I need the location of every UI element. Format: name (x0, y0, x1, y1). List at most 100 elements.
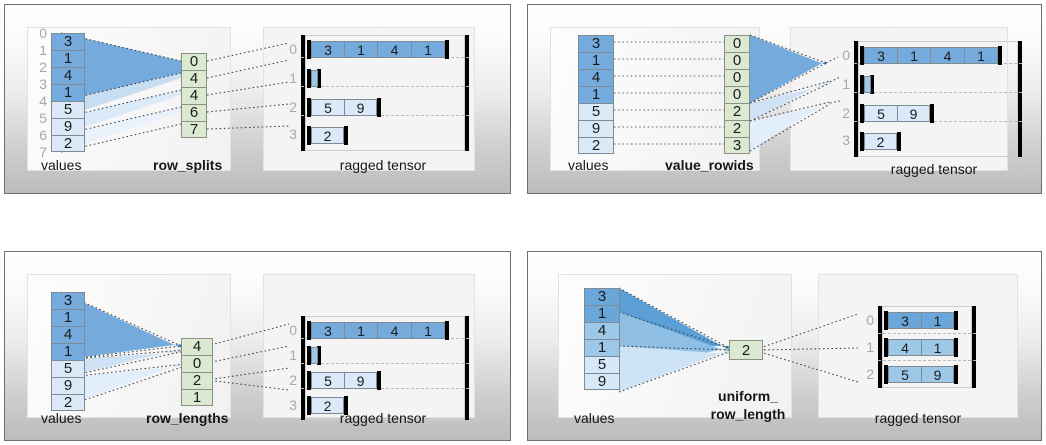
uniform-row-length-cell: 2 (729, 340, 763, 360)
value-cell: 9 (578, 120, 614, 137)
mapping-wedges-value-rowids (614, 34, 841, 152)
value-cell: 5 (578, 103, 614, 120)
ragged-inner-frame (858, 41, 1018, 157)
row-bracket (860, 104, 934, 123)
row-index: 2 (842, 105, 850, 121)
row-index: 1 (289, 70, 297, 86)
ragged-inner-frame (305, 316, 465, 420)
row-splits-cell: 0 (181, 53, 207, 70)
ragged-tensor-label: ragged tensor (339, 157, 427, 173)
value-index: 6 (39, 127, 47, 143)
value-cell: 2 (51, 135, 85, 152)
row-index: 0 (289, 41, 297, 57)
ragged-row: 3 1 4 1 (311, 41, 445, 58)
row-index: 2 (289, 372, 297, 388)
row-lengths-cell: 0 (181, 355, 213, 372)
value-rowids-cell: 0 (724, 52, 750, 69)
row-index: 0 (289, 322, 297, 338)
row-separator (301, 86, 469, 87)
uniform-row-length-column: 2 (729, 340, 763, 360)
uniform-row-length-label-line2: row_length (710, 406, 786, 422)
row-bracket (860, 132, 901, 151)
ragged-tensor-value-rowids: 0 1 2 3 3 1 4 1 5 9 2 (842, 39, 1024, 159)
row-bracket-empty (307, 346, 321, 365)
row-bracket-empty (307, 69, 321, 88)
values-label: values (41, 157, 82, 173)
row-index: 0 (866, 312, 874, 328)
ragged-cell: 9 (897, 105, 930, 122)
value-cell: 3 (584, 288, 620, 305)
value-cell: 9 (51, 118, 85, 135)
ragged-cell: 4 (930, 47, 964, 64)
value-index: 5 (39, 110, 47, 126)
ragged-inner-frame (882, 306, 972, 388)
ragged-cell: 5 (888, 366, 921, 383)
ragged-row: 4 1 (888, 339, 954, 356)
panel-row-lengths: 3 1 4 1 5 9 2 4 0 2 1 values row_lengths… (4, 251, 511, 441)
value-index: 0 (39, 25, 47, 41)
row-lengths-cell: 4 (181, 338, 213, 355)
value-rowids-column: 0 0 0 0 2 2 3 (724, 35, 750, 154)
ragged-cell: 3 (864, 47, 897, 64)
ragged-cell: 1 (344, 322, 377, 339)
value-rowids-cell: 0 (724, 86, 750, 103)
value-cell: 9 (51, 377, 85, 394)
value-cell: 4 (584, 322, 620, 339)
value-rowids-cell: 2 (724, 103, 750, 120)
ragged-cell: 1 (411, 41, 445, 58)
uniform-row-length-label-line1: uniform_ (718, 388, 778, 404)
ragged-cell: 3 (311, 41, 344, 58)
row-lengths-column: 4 0 2 1 (181, 338, 213, 406)
value-cell: 3 (578, 35, 614, 52)
row-index: 1 (842, 76, 850, 92)
value-index: 3 (39, 76, 47, 92)
row-bracket (307, 40, 449, 59)
ragged-row: 3 1 4 1 (311, 322, 445, 339)
row-splits-cell: 6 (181, 104, 207, 121)
ragged-cell: 3 (311, 322, 344, 339)
value-cell: 2 (51, 394, 85, 411)
value-cell: 5 (51, 360, 85, 377)
row-separator (878, 360, 976, 361)
value-index: 1 (39, 42, 47, 58)
row-bracket (307, 98, 381, 117)
row-splits-label: row_splits (153, 157, 223, 173)
row-bracket (307, 126, 348, 145)
ragged-tensor-label: ragged tensor (339, 410, 427, 426)
value-index-column-row-splits: 0 1 2 3 4 5 6 7 (33, 25, 47, 161)
row-lengths-label: row_lengths (146, 410, 229, 426)
value-cell: 1 (578, 52, 614, 69)
row-separator (301, 388, 469, 389)
panel-row-splits: 0 1 2 3 4 5 6 7 3 1 4 1 5 9 2 0 4 4 6 7 … (4, 4, 511, 194)
row-lengths-cell: 2 (181, 372, 213, 389)
ragged-cell: 5 (311, 99, 344, 116)
outer-bracket (301, 35, 469, 151)
value-cell: 5 (51, 101, 85, 118)
ragged-tensor-row-splits: 0 1 2 3 3 1 4 1 5 9 (289, 33, 471, 153)
ragged-cell: 5 (864, 105, 897, 122)
value-rowids-cell: 3 (724, 137, 750, 154)
ragged-row: 2 (864, 133, 897, 150)
mapping-wedges-uniform (618, 287, 859, 393)
ragged-cell: 1 (964, 47, 998, 64)
row-splits-column: 0 4 4 6 7 (181, 53, 207, 138)
values-column-row-lengths: 3 1 4 1 5 9 2 (51, 292, 85, 411)
row-index: 2 (866, 366, 874, 382)
value-cell: 4 (51, 326, 85, 343)
value-index: 4 (39, 93, 47, 109)
panel-value-rowids: 3 1 4 1 5 9 2 0 0 0 0 2 2 3 values value… (527, 4, 1042, 194)
ragged-cell: 1 (897, 47, 930, 64)
ragged-row-empty (864, 76, 871, 93)
value-cell: 1 (584, 305, 620, 322)
value-cell: 5 (584, 356, 620, 373)
row-bracket (860, 46, 1002, 65)
value-rowids-label: value_rowids (665, 157, 754, 173)
values-column-uniform: 3 1 4 1 5 9 (584, 288, 620, 390)
row-splits-cell: 4 (181, 87, 207, 104)
ragged-card-row-lengths (263, 274, 475, 418)
value-rowids-cell: 2 (724, 120, 750, 137)
value-cell: 4 (51, 67, 85, 84)
value-cell: 1 (51, 343, 85, 360)
value-cell: 1 (51, 50, 85, 67)
